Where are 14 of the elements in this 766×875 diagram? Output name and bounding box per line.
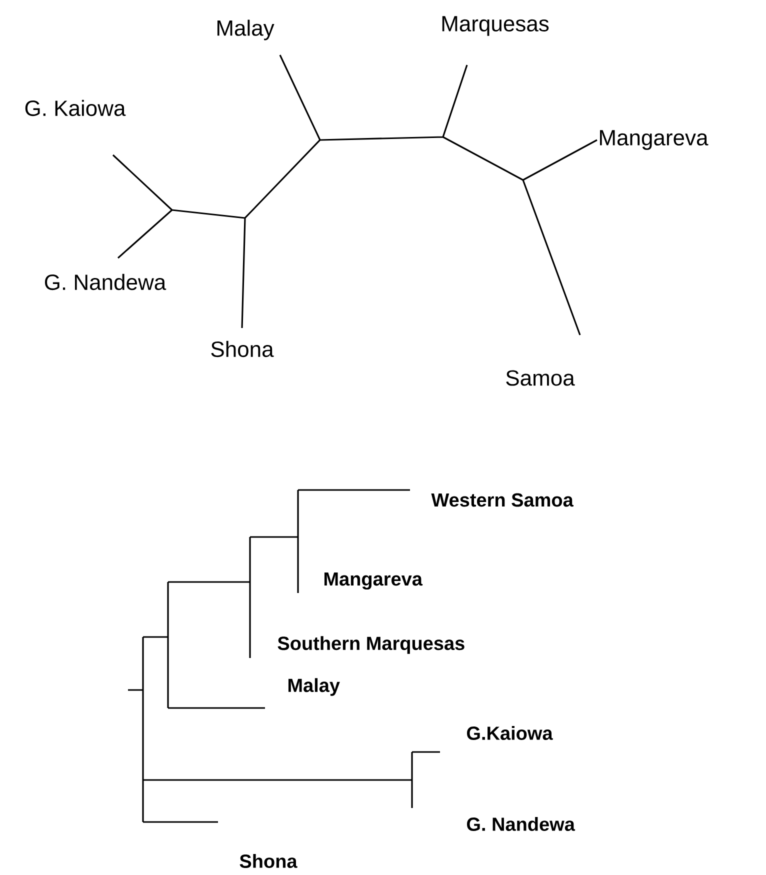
taxon-label: G.Kaiowa [467,726,553,740]
taxon-label: Western Samoa [431,493,574,507]
taxon-label: Samoa [506,370,575,386]
taxon-label: Mangareva [324,572,423,590]
taxon-label: Malay [288,678,340,696]
taxon-label: Shona [240,854,298,868]
taxon-label: Shona [211,340,274,358]
taxon-label: G. Kaiowa [25,100,126,116]
taxon-label: G. Nandewa [44,274,166,290]
taxon-label: Malay [217,20,274,40]
taxon-label: Mangareva [600,130,708,150]
taxon-label: Southern Marquesas [278,636,464,654]
taxon-label: G. Nandewa [467,817,576,831]
taxon-label: Marquesas [442,16,549,36]
